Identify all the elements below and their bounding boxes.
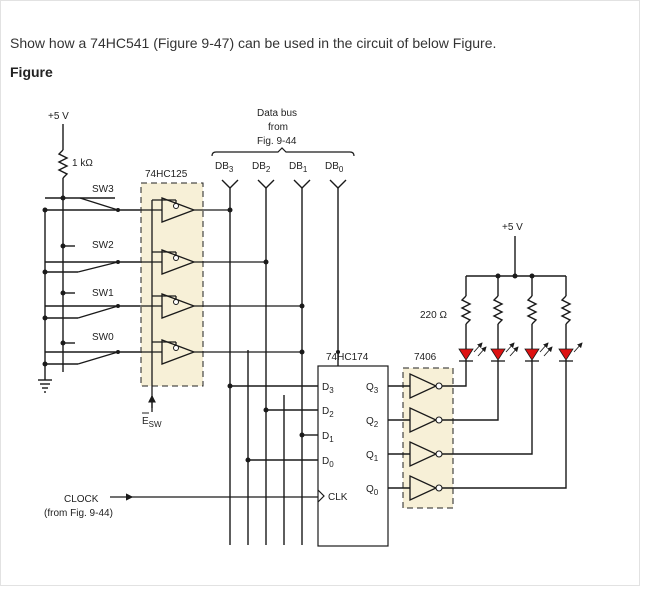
register-input-d0: D0 (322, 456, 334, 469)
led-2 (490, 348, 506, 361)
pullup-resistor-label: 1 kΩ (72, 158, 93, 169)
switch-label-sw1: SW1 (92, 288, 114, 299)
left-supply-label: +5 V (48, 111, 69, 122)
led-resistor-2 (492, 295, 504, 325)
inverter-gate-1 (409, 440, 438, 468)
led-resistor-label: 220 Ω (420, 310, 447, 321)
databus-label-db3: DB3 (215, 161, 234, 174)
databus-title-line3: Fig. 9-44 (257, 136, 297, 147)
clock-source-label: (from Fig. 9-44) (44, 508, 113, 519)
switch-sw3 (45, 190, 140, 211)
inverter-gate-3 (409, 372, 438, 400)
ground-symbol (38, 379, 52, 393)
led-resistor-3 (460, 295, 472, 325)
databus-label-db2: DB2 (252, 161, 271, 174)
led-0 (558, 348, 574, 361)
clock-label: CLOCK (64, 494, 99, 505)
enable-label: ESW (142, 416, 162, 429)
databus-label-db0: DB0 (325, 161, 344, 174)
inverter-gate-2 (409, 406, 438, 434)
register-output-q0: Q0 (366, 484, 379, 497)
databus-title-line2: from (268, 122, 288, 133)
inverter-chip-label: 7406 (414, 352, 437, 363)
switch-label-sw2: SW2 (92, 240, 114, 251)
register-input-d2: D2 (322, 406, 334, 419)
switch-sw2 (45, 200, 140, 372)
register-output-q2: Q2 (366, 416, 379, 429)
led-resistor-1 (526, 295, 538, 325)
led-1 (524, 348, 540, 361)
led-resistor-0 (560, 295, 572, 325)
databus-brace (211, 147, 355, 157)
register-chip-label: 74HC174 (326, 352, 369, 363)
databus-label-db1: DB1 (289, 161, 308, 174)
register-output-q1: Q1 (366, 450, 379, 463)
clk-triangle (317, 489, 325, 503)
junction-dots (42, 195, 120, 367)
switch-label-sw0: SW0 (92, 332, 114, 343)
register-output-q3: Q3 (366, 382, 379, 395)
buffer-chip-label: 74HC125 (145, 169, 188, 180)
led-3 (458, 348, 474, 361)
switch-label-sw3: SW3 (92, 184, 114, 195)
question-text: Show how a 74HC541 (Figure 9-47) can be … (10, 35, 497, 51)
switch-sw0 (45, 342, 140, 365)
databus-title-line1: Data bus (257, 108, 297, 119)
inverter-gate-0 (409, 474, 438, 502)
buffer-chip-outline (140, 182, 204, 387)
clk-label: CLK (328, 492, 348, 503)
figure-heading: Figure (10, 64, 53, 80)
inverter-chip-outline (402, 367, 454, 509)
register-chip-body (317, 365, 389, 547)
register-input-d1: D1 (322, 431, 334, 444)
right-supply-label: +5 V (502, 222, 523, 233)
register-input-d3: D3 (322, 382, 334, 395)
pullup-resistor (57, 149, 69, 179)
